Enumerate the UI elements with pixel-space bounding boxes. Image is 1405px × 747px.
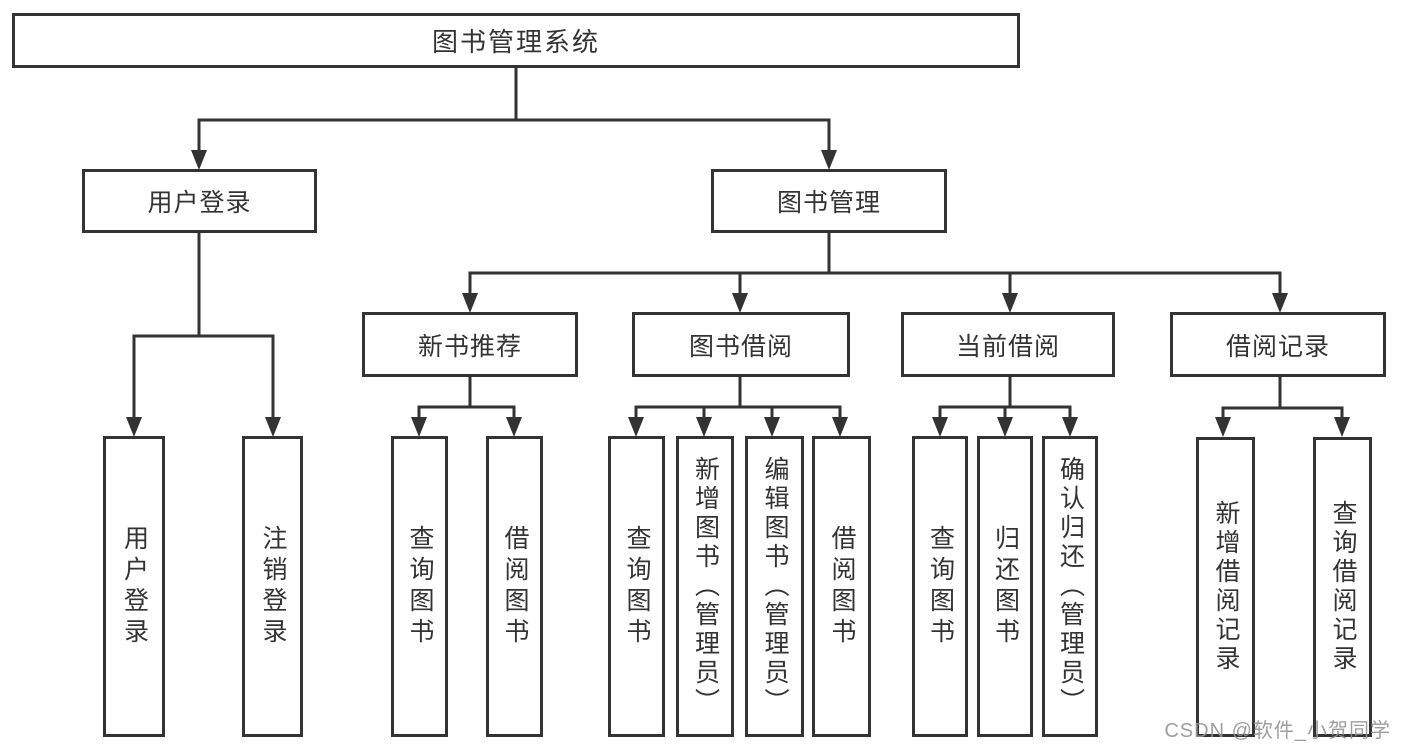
node-new-book-recommendation: 新书推荐 [362, 312, 578, 377]
node-leaf-cb-confirm-return-admin: 确认归还（管理员） [1042, 436, 1098, 737]
node-leaf-logout: 注销登录 [242, 436, 303, 737]
connector-current-borrow-branch [932, 377, 1078, 437]
connector-user-login-branch [126, 233, 281, 437]
arrow-down [191, 150, 207, 170]
node-library-management-system: 图书管理系统 [12, 13, 1020, 68]
arrow-down [997, 417, 1013, 437]
connector-book-borrow-branch [628, 377, 848, 437]
node-leaf-bb-edit-books-admin: 编辑图书（管理员） [745, 436, 804, 737]
node-current-borrowing: 当前借阅 [901, 312, 1115, 377]
node-leaf-cb-query-books: 查询图书 [912, 436, 968, 737]
node-leaf-br-query-record: 查询借阅记录 [1313, 437, 1372, 737]
arrow-down [1215, 417, 1231, 437]
node-book-management: 图书管理 [711, 169, 947, 233]
node-leaf-bb-borrow-books: 借阅图书 [812, 436, 871, 737]
arrow-down [411, 417, 427, 437]
arrow-down [126, 417, 142, 437]
connector-new-book-recommend-branch [411, 377, 522, 437]
arrow-down [932, 417, 948, 437]
csdn-watermark: CSDN @软件_小贺同学 [1164, 720, 1391, 742]
arrow-down [832, 417, 848, 437]
node-borrowing-records: 借阅记录 [1170, 312, 1386, 377]
arrow-down [1062, 417, 1078, 437]
arrow-down [696, 417, 712, 437]
arrow-down [764, 417, 780, 437]
arrow-down [1002, 293, 1018, 313]
node-leaf-nbr-borrow-books: 借阅图书 [486, 436, 543, 737]
node-leaf-bb-query-books: 查询图书 [608, 436, 665, 737]
connector-borrow-record-branch [1215, 377, 1350, 437]
connector-root-to-level2 [191, 68, 837, 170]
arrow-down [462, 293, 478, 313]
connector-book-management-to-level3 [462, 233, 1288, 313]
node-leaf-nbr-query-books: 查询图书 [391, 436, 448, 737]
arrow-down [732, 293, 748, 313]
arrow-down [1272, 293, 1288, 313]
node-user-login: 用户登录 [82, 169, 317, 233]
arrow-down [1334, 417, 1350, 437]
node-leaf-br-add-record: 新增借阅记录 [1196, 437, 1255, 737]
node-book-borrowing: 图书借阅 [632, 312, 850, 377]
node-leaf-cb-return-books: 归还图书 [977, 436, 1033, 737]
arrow-down [265, 417, 281, 437]
node-leaf-bb-add-books-admin: 新增图书（管理员） [676, 436, 734, 737]
arrow-down [506, 417, 522, 437]
arrow-down [821, 150, 837, 170]
node-leaf-user-login: 用户登录 [103, 436, 165, 737]
arrow-down [628, 417, 644, 437]
